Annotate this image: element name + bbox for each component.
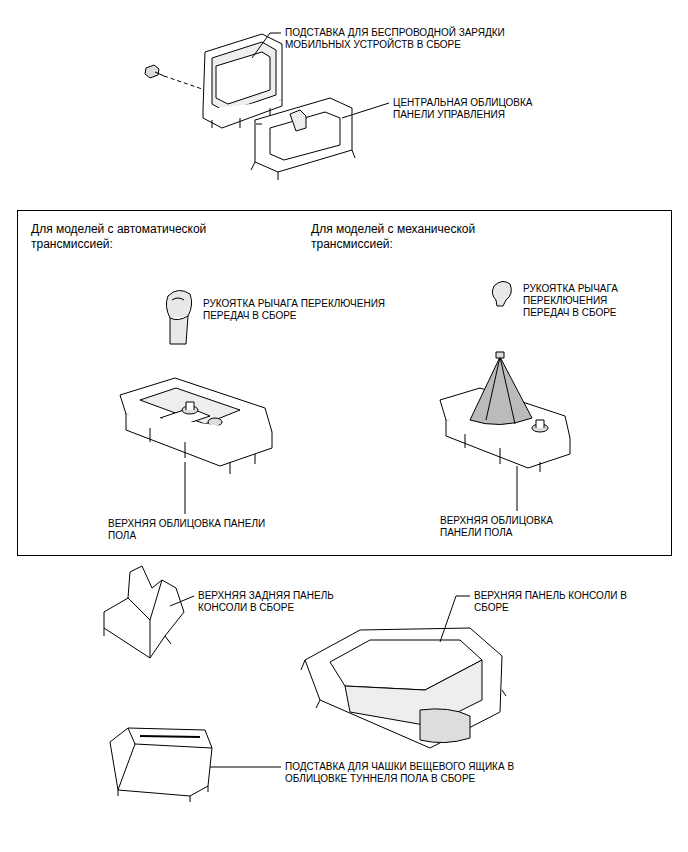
part-name: ЦЕНТРАЛЬНАЯ ОБЛИЦОВКА ПАНЕЛИ УПРАВЛЕНИЯ: [393, 97, 561, 121]
console-upper-panel: [301, 628, 506, 748]
variant-heading: Для моделей с механической трансмиссией:: [311, 222, 516, 252]
part-name: ПОДСТАВКА ДЛЯ ЧАШКИ ВЕЩЕВОГО ЯЩИКА В ОБЛ…: [285, 761, 547, 785]
leader-lines: [170, 33, 517, 767]
part-name: ВЕРХНЯЯ ЗАДНЯЯ ПАНЕЛЬ КОНСОЛИ В СБОРЕ: [198, 590, 360, 614]
screw: [145, 65, 164, 78]
mt-floor-panel: [440, 352, 570, 472]
part-name: РУКОЯТКА РЫЧАГА ПЕРЕКЛЮЧЕНИЯ ПЕРЕДАЧ В С…: [523, 283, 641, 319]
variant-frame: Для моделей с автоматической трансмиссие…: [17, 210, 672, 556]
center-bezel: [251, 98, 355, 180]
rear-console-panel: [104, 566, 184, 658]
variant-heading: Для моделей с автоматической трансмиссие…: [31, 222, 236, 252]
at-floor-panel: [120, 378, 272, 474]
part-name: РУКОЯТКА РЫЧАГА ПЕРЕКЛЮЧЕНИЯ ПЕРЕДАЧ В С…: [203, 298, 421, 322]
part-name: ВЕРХНЯЯ ОБЛИЦОВКА ПАНЕЛИ ПОЛА: [108, 518, 296, 542]
cup-holder: [110, 728, 212, 802]
screw-dashed-line: [164, 76, 205, 90]
part-name: ВЕРХНЯЯ ПАНЕЛЬ КОНСОЛИ В СБОРЕ: [474, 590, 646, 614]
mt-shift-knob: [492, 281, 511, 306]
wireless-charger: [203, 34, 282, 128]
part-name: ПОДСТАВКА ДЛЯ БЕСПРОВОДНОЙ ЗАРЯДКИ МОБИЛ…: [285, 27, 547, 51]
at-shift-knob: [166, 290, 191, 344]
part-name: ВЕРХНЯЯ ОБЛИЦОВКА ПАНЕЛИ ПОЛА: [440, 515, 572, 539]
